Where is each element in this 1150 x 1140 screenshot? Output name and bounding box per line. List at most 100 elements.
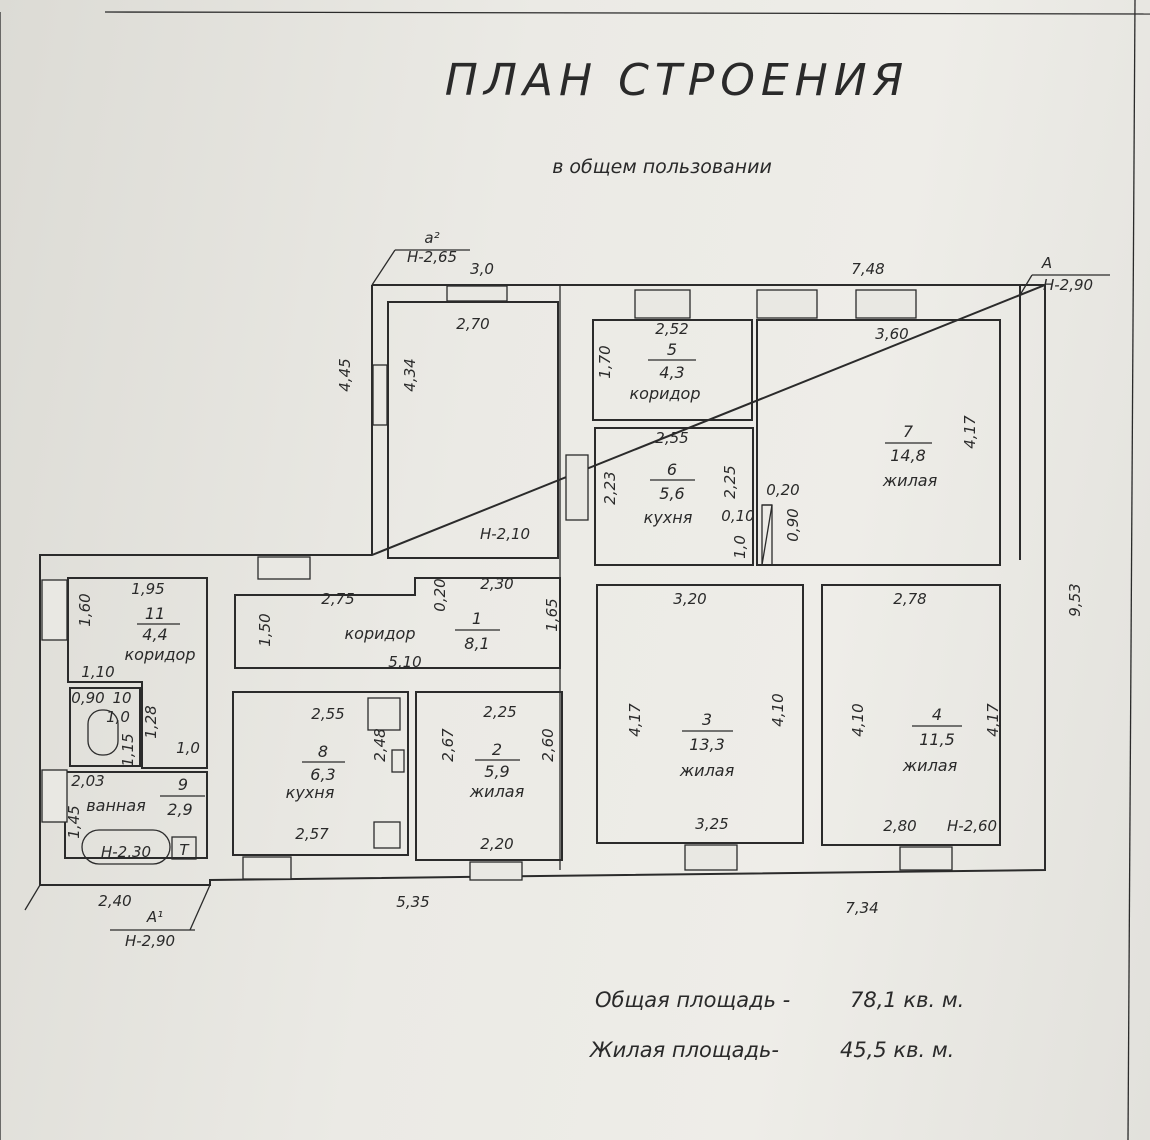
niche (761, 504, 773, 566)
leader-A1 (189, 884, 211, 931)
room-10 (69, 687, 141, 767)
dim: 2,67 (439, 728, 457, 762)
marker-A1: А¹ (146, 908, 163, 926)
window (634, 289, 691, 319)
dim: 4,45 (336, 358, 354, 391)
window (756, 289, 818, 319)
niche-diagonal (761, 504, 773, 566)
room-number: 11 (145, 604, 165, 623)
dim: 1,95 (131, 580, 164, 598)
room-area: 11,5 (919, 730, 955, 749)
total-area-label: Общая площадь - (595, 988, 790, 1012)
dim: 1,0 (176, 739, 200, 757)
room-unnumbered (387, 301, 559, 559)
dim: 2,48 (371, 728, 389, 761)
room-name: жилая (679, 761, 735, 780)
room-number: 4 (932, 705, 942, 724)
room-7 (756, 319, 1001, 566)
room-name: жилая (882, 471, 938, 490)
room-number: 8 (318, 742, 328, 761)
dim: 1,28 (142, 705, 160, 738)
windows (41, 285, 953, 881)
dim: 1,0 (731, 535, 749, 559)
room-11 (67, 577, 208, 769)
room-8 (232, 691, 409, 856)
dim: 1,45 (65, 805, 83, 838)
room-number: 3 (702, 710, 712, 729)
room-name: коридор (344, 624, 415, 643)
room-area: 5,6 (659, 484, 684, 503)
walls (24, 249, 1110, 931)
frame-top (104, 11, 1150, 15)
ceiling-height: Н-2,30 (101, 843, 151, 861)
room-name: жилая (469, 782, 525, 801)
room-name: жилая (902, 756, 958, 775)
leader-A (1019, 274, 1033, 296)
room-name: кухня (644, 508, 693, 527)
room-number: 2 (492, 740, 502, 759)
dim: 1,15 (119, 733, 137, 766)
dim: 0,90 (71, 689, 104, 707)
bathtub-icon (81, 829, 171, 865)
dim: 0,20 (766, 481, 799, 499)
room-area: 14,8 (890, 446, 926, 465)
dim: 1,65 (543, 598, 561, 631)
window (684, 844, 738, 871)
window (899, 846, 953, 871)
marker-A1-height: Н-2,90 (125, 932, 175, 950)
window (41, 579, 68, 641)
room-name: коридор (124, 645, 195, 664)
room-3 (596, 584, 804, 844)
dim: 2,75 (321, 590, 354, 608)
window (41, 769, 68, 823)
dim: 2,20 (480, 835, 513, 853)
total-area-value: 78,1 кв. м. (850, 988, 964, 1012)
dim: 4,17 (984, 703, 1002, 737)
dim: 1,60 (76, 593, 94, 626)
dim: 2,03 (71, 772, 104, 790)
marker-a2: а² (424, 229, 439, 247)
window (469, 861, 523, 881)
marker-a2-height: Н-2,65 (407, 248, 457, 266)
room-area: 4,3 (659, 363, 684, 382)
room-name: кухня (286, 783, 335, 802)
room-4 (821, 584, 1001, 846)
dim: 5,10 (388, 653, 421, 671)
window (446, 285, 508, 302)
dim: 3,20 (673, 590, 706, 608)
toilet-icon (87, 709, 119, 756)
window (242, 856, 292, 880)
room-name: ванная (86, 796, 146, 815)
dim: 4,17 (626, 703, 644, 737)
sink-icon (373, 821, 401, 849)
room-number: 6 (667, 460, 677, 479)
dim: 1,50 (256, 613, 274, 646)
living-area-value: 45,5 кв. м. (840, 1038, 954, 1062)
dim: 1,70 (596, 345, 614, 378)
window (565, 454, 589, 521)
dim: 10 (112, 689, 131, 707)
frame-right (1127, 0, 1136, 1140)
leader-A1-left (24, 884, 41, 911)
window (257, 556, 311, 580)
room-number: 1 (472, 609, 482, 628)
dim: 0,10 (721, 507, 754, 525)
dim: 4,34 (401, 358, 419, 391)
dim: 2,70 (456, 315, 489, 333)
dim: 3,0 (470, 260, 494, 278)
dim: 7,48 (851, 260, 884, 278)
dim: 3,60 (875, 325, 908, 343)
heater-label: Т (179, 841, 190, 859)
dim: 2,80 (883, 817, 916, 835)
room-area: 2,9 (167, 800, 192, 819)
dim: 4,10 (849, 703, 867, 736)
dim: 2,78 (893, 590, 926, 608)
room-number: 7 (903, 422, 914, 441)
room-6 (594, 427, 754, 566)
dim: 1,0 (106, 708, 130, 726)
stove-icon (367, 697, 401, 731)
heater-icon (391, 749, 405, 773)
marker-A-height: Н-2,90 (1043, 276, 1093, 294)
living-area-label: Жилая площадь- (588, 1038, 779, 1062)
